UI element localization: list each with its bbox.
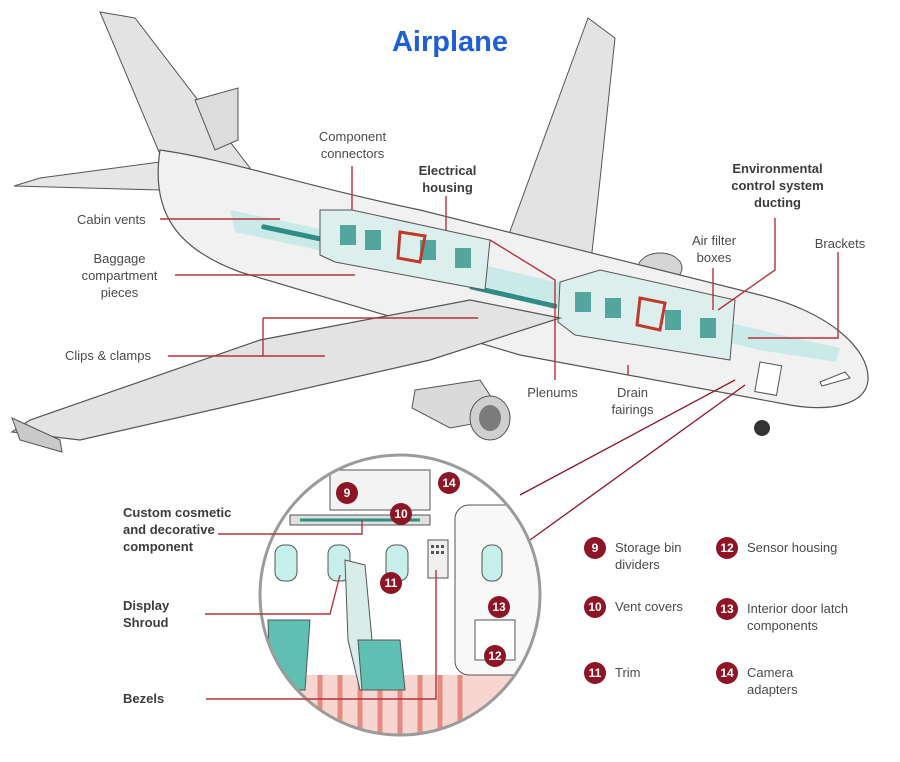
legend-text: Camera adapters — [747, 665, 798, 697]
callout-10: 10 — [390, 503, 412, 525]
legend-badge: 11 — [584, 662, 606, 684]
callout-12: 12 — [484, 645, 506, 667]
label-baggage-compartment: Baggage compartment pieces — [81, 251, 158, 300]
callout-11: 11 — [380, 572, 402, 594]
label-brackets: Brackets — [814, 236, 866, 251]
legend-item-13: 13 Interior door latch components — [716, 598, 848, 634]
legend-badge: 14 — [716, 662, 738, 684]
callout-13: 13 — [488, 596, 510, 618]
cabin-detail-view — [260, 455, 540, 735]
legend-text: Vent covers — [615, 599, 683, 614]
label-electrical-housing: Electrical housing — [418, 163, 477, 195]
electrical-housing-red-2 — [635, 296, 667, 332]
detail-circle-border — [258, 453, 542, 737]
legend-item-14: 14 Camera adapters — [716, 662, 798, 698]
front-door — [754, 361, 783, 396]
label-bezels: Bezels — [123, 691, 165, 706]
zoom-line-top — [519, 379, 736, 496]
label-air-filter-boxes: Air filter boxes — [691, 233, 737, 265]
legend-badge: 9 — [584, 537, 606, 559]
zoom-line-bottom — [529, 384, 746, 541]
legend-text: Interior door latch components — [747, 601, 849, 633]
legend-text: Storage bin dividers — [615, 540, 682, 572]
label-component-connectors: Component connectors — [318, 129, 387, 161]
tail-small-fin — [194, 87, 239, 151]
legend-item-11: 11 Trim — [584, 662, 641, 684]
label-custom-cosmetic: Custom cosmetic and decorative component — [123, 505, 232, 554]
label-cabin-vents: Cabin vents — [77, 212, 146, 227]
label-environmental-control: Environmental control system ducting — [731, 161, 824, 210]
legend-badge: 13 — [716, 598, 738, 620]
electrical-housing-red — [396, 230, 427, 264]
legend-text: Sensor housing — [747, 540, 838, 555]
label-clips-clamps: Clips & clamps — [65, 348, 151, 363]
cockpit-windows — [819, 371, 851, 387]
label-drain-fairings: Drain fairings — [611, 385, 654, 417]
label-plenums: Plenums — [527, 385, 578, 400]
nose-gear — [754, 420, 770, 436]
cabin-cutaway-front — [557, 269, 736, 361]
legend-badge: 12 — [716, 537, 738, 559]
callout-9: 9 — [336, 482, 358, 504]
legend-badge: 10 — [584, 596, 606, 618]
legend-item-12: 12 Sensor housing — [716, 537, 837, 559]
legend-item-10: 10 Vent covers — [584, 596, 683, 618]
right-wing — [504, 17, 616, 271]
wing-tip — [11, 417, 63, 453]
leader-lines — [160, 166, 839, 700]
legend-item-9: 9 Storage bin dividers — [584, 537, 682, 573]
legend-text: Trim — [615, 665, 641, 680]
callout-14: 14 — [438, 472, 460, 494]
diagram-title: Airplane — [391, 26, 509, 58]
label-display-shroud: Display Shroud — [123, 598, 170, 630]
